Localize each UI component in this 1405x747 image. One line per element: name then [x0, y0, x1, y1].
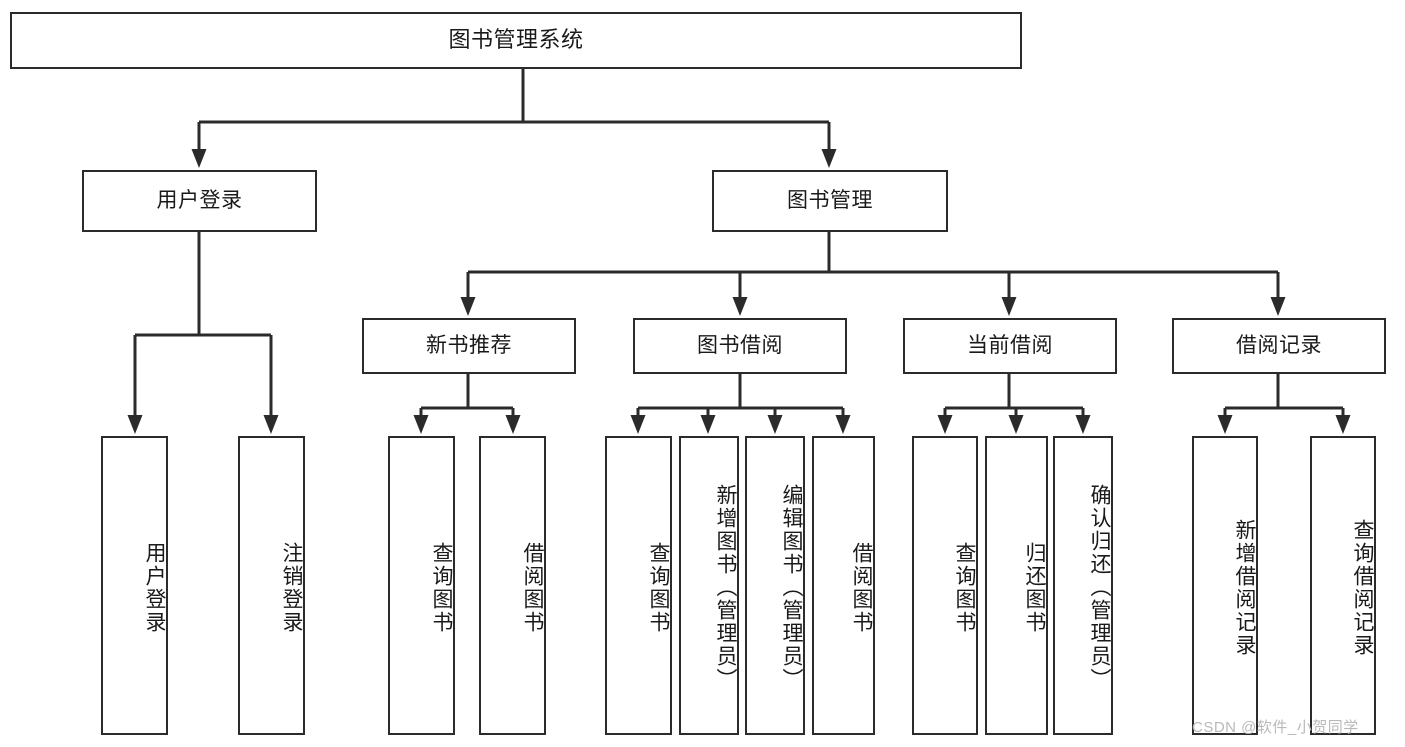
node-level2-3: 借阅记录 — [1172, 318, 1386, 374]
node-level1-0: 用户登录 — [82, 170, 317, 232]
图书借阅-children-arrow-3-head — [835, 415, 851, 434]
node-leaf-0: 用户登录 — [101, 436, 168, 735]
node-level1-label: 图书管理 — [787, 189, 873, 213]
node-level2-label: 当前借阅 — [967, 334, 1053, 358]
node-leaf-5: 新增图书（管理员） — [679, 436, 739, 735]
node-leaf-label: 查询图书 — [953, 541, 976, 634]
node-root-label: 图书管理系统 — [448, 27, 584, 53]
node-leaf-label: 查询图书 — [647, 541, 670, 634]
node-leaf-label: 注销登录 — [280, 541, 303, 634]
node-level2-label: 借阅记录 — [1236, 334, 1322, 358]
node-leaf-label: 借阅图书 — [850, 541, 873, 634]
node-leaf-10: 确认归还（管理员） — [1053, 436, 1113, 735]
node-leaf-2: 查询图书 — [388, 436, 455, 735]
root-arrow-0-head — [191, 149, 207, 168]
node-leaf-label: 新增图书（管理员） — [714, 484, 737, 691]
借阅记录-children-arrow-1-head — [1335, 415, 1351, 434]
node-level2-0: 新书推荐 — [362, 318, 576, 374]
node-leaf-label: 借阅图书 — [521, 541, 544, 634]
node-leaf-8: 查询图书 — [912, 436, 978, 735]
manage-arrow-3-head — [1270, 297, 1286, 316]
图书借阅-children-arrow-1-head — [700, 415, 716, 434]
node-leaf-label: 确认归还（管理员） — [1088, 484, 1111, 691]
node-leaf-label: 用户登录 — [143, 541, 166, 634]
node-leaf-label: 查询图书 — [430, 541, 453, 634]
node-level1-1: 图书管理 — [712, 170, 948, 232]
新书推荐-children-arrow-0-head — [413, 415, 429, 434]
node-level1-label: 用户登录 — [156, 189, 243, 213]
manage-arrow-2-head — [1001, 297, 1017, 316]
node-level2-label: 新书推荐 — [426, 334, 512, 358]
借阅记录-children-arrow-0-head — [1217, 415, 1233, 434]
login-arrow-1-head — [263, 415, 279, 434]
当前借阅-children-arrow-2-head — [1075, 415, 1091, 434]
node-leaf-6: 编辑图书（管理员） — [745, 436, 805, 735]
node-leaf-1: 注销登录 — [238, 436, 305, 735]
manage-arrow-0-head — [460, 297, 476, 316]
node-leaf-label: 新增借阅记录 — [1233, 518, 1256, 657]
node-leaf-label: 编辑图书（管理员） — [780, 484, 803, 691]
node-leaf-label: 查询借阅记录 — [1351, 518, 1374, 657]
当前借阅-children-arrow-0-head — [937, 415, 953, 434]
login-arrow-0-head — [127, 415, 143, 434]
node-leaf-12: 查询借阅记录 — [1310, 436, 1376, 735]
node-level2-1: 图书借阅 — [633, 318, 847, 374]
图书借阅-children-arrow-2-head — [767, 415, 783, 434]
图书借阅-children-arrow-0-head — [630, 415, 646, 434]
当前借阅-children-arrow-1-head — [1008, 415, 1024, 434]
node-leaf-7: 借阅图书 — [812, 436, 875, 735]
root-arrow-1-head — [821, 149, 837, 168]
node-leaf-3: 借阅图书 — [479, 436, 546, 735]
node-root: 图书管理系统 — [10, 12, 1022, 69]
node-leaf-11: 新增借阅记录 — [1192, 436, 1258, 735]
新书推荐-children-arrow-1-head — [505, 415, 521, 434]
watermark: CSDN @软件_小贺同学 — [1192, 719, 1359, 736]
node-leaf-9: 归还图书 — [985, 436, 1048, 735]
node-level2-2: 当前借阅 — [903, 318, 1117, 374]
node-leaf-label: 归还图书 — [1023, 541, 1046, 634]
node-leaf-4: 查询图书 — [605, 436, 672, 735]
node-level2-label: 图书借阅 — [697, 334, 783, 358]
manage-arrow-1-head — [732, 297, 748, 316]
